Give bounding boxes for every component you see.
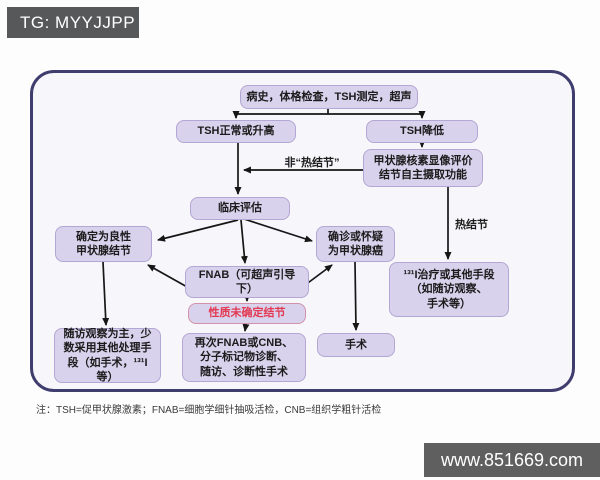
node-follow-up: 随访观察为主，少 数采用其他处理手 段（如手术，¹³¹I 等） xyxy=(54,328,161,383)
node-i131-treatment: ¹³¹I治疗或其他手段 （如随访观察、 手术等） xyxy=(389,262,509,317)
node-undetermined-nodule: 性质未确定结节 xyxy=(188,303,306,324)
node-tsh-low: TSH降低 xyxy=(366,120,478,143)
label-hot-nodule: 热结节 xyxy=(455,219,488,231)
footnote: 注：TSH=促甲状腺激素；FNAB=细胞学细针抽吸活检，CNB=组织学粗针活检 xyxy=(36,405,382,416)
node-cancer: 确诊或怀疑 为甲状腺癌 xyxy=(316,226,395,262)
node-fnab: FNAB（可超声引导 下） xyxy=(185,266,309,298)
node-nuclide-imaging: 甲状腺核素显像评价 结节自主摄取功能 xyxy=(363,149,483,187)
node-repeat-fnab: 再次FNAB或CNB、 分子标记物诊断、 随访、诊断性手术 xyxy=(182,333,306,382)
watermark: www.851669.com xyxy=(424,443,600,477)
tg-badge: TG: MYYJJPP xyxy=(7,7,139,38)
node-history: 病史，体格检查，TSH测定，超声 xyxy=(240,85,418,109)
node-benign-nodule: 确定为良性 甲状腺结节 xyxy=(55,226,152,262)
label-non-hot-nodule: 非“热结节” xyxy=(284,157,340,169)
node-surgery: 手术 xyxy=(317,333,395,357)
node-clinical-eval: 临床评估 xyxy=(190,197,290,220)
node-tsh-normal: TSH正常或升高 xyxy=(176,120,296,143)
